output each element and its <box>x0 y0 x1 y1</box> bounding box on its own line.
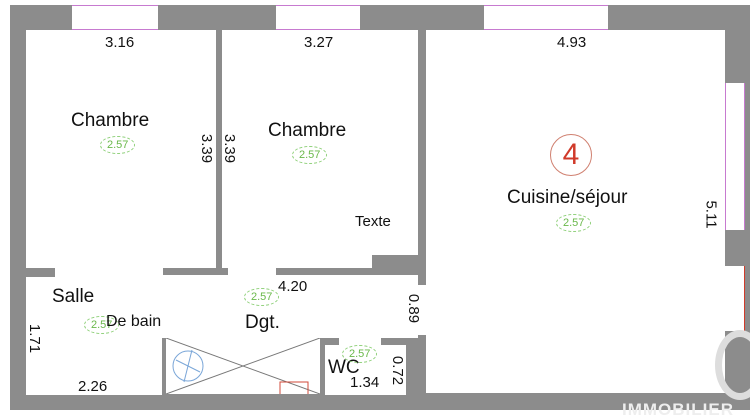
room-salle-de-bain <box>26 277 162 395</box>
door-gap <box>228 268 276 276</box>
height-label: 2.57 <box>244 288 280 306</box>
height-label: 2.57 <box>342 345 378 363</box>
door-gap <box>339 338 381 346</box>
room-number-badge: 4 <box>550 134 592 176</box>
height-label: 2.57 <box>556 214 592 232</box>
width-dimension: 2.26 <box>78 378 108 395</box>
window <box>276 5 360 30</box>
room-chambre-2 <box>222 30 418 255</box>
room-cuisine-sejour <box>426 30 725 393</box>
depth-dimension: 3.39 <box>198 133 216 164</box>
depth-dimension: 1.71 <box>26 323 44 354</box>
depth-dimension: 5.11 <box>702 200 720 229</box>
note-label: Texte <box>355 213 391 230</box>
window <box>484 5 608 30</box>
width-dimension: 3.16 <box>105 34 135 51</box>
window <box>72 5 158 30</box>
room-label: Cuisine/séjour <box>507 187 628 208</box>
room-degagement <box>162 275 418 338</box>
room-label-2: De bain <box>106 313 162 330</box>
room-label: Dgt. <box>245 312 280 333</box>
height-label: 2.57 <box>84 316 120 334</box>
door-gap <box>418 285 426 335</box>
room-label: Chambre <box>71 110 150 131</box>
door-gap <box>55 268 163 278</box>
door-opening <box>725 266 745 331</box>
width-dimension: 4.20 <box>278 278 308 295</box>
room-label: Salle <box>52 286 95 307</box>
depth-dimension: 0.72 <box>389 355 407 386</box>
height-label: 2.57 <box>100 136 136 154</box>
height-label: 2.57 <box>292 146 328 164</box>
depth-dimension: 0.89 <box>405 293 423 324</box>
watermark-logo <box>715 330 750 400</box>
width-dimension: 1.34 <box>350 374 380 391</box>
width-dimension: 3.27 <box>304 34 334 51</box>
room-label: Chambre <box>268 120 347 141</box>
depth-dimension: 3.39 <box>221 133 239 164</box>
watermark: IMMOBILIER <box>622 400 734 419</box>
window <box>725 83 745 230</box>
width-dimension: 4.93 <box>557 34 587 51</box>
storage-cross <box>166 338 320 394</box>
room-chambre-2-lower <box>222 255 372 268</box>
